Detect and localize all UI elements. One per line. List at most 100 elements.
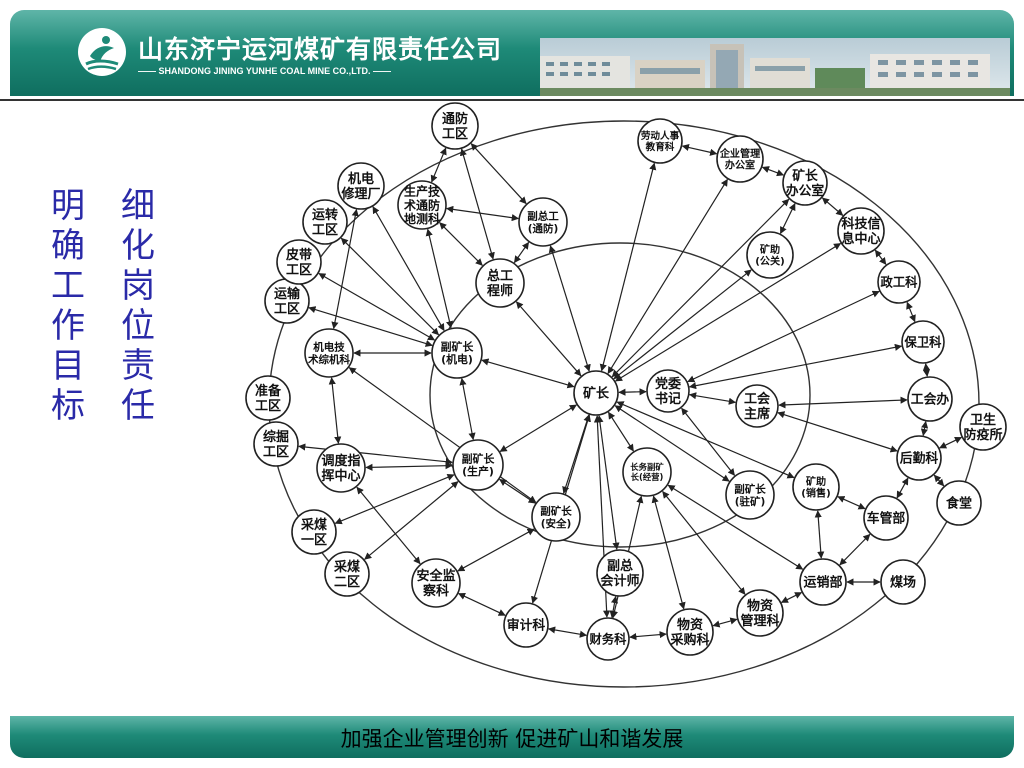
edge-fukz_jidian-shengchan_jishu xyxy=(425,228,454,329)
edge-dangwei-zhenggong xyxy=(687,290,880,383)
node-label: 后勤科 xyxy=(900,451,939,467)
node-label: 术综机科 xyxy=(307,353,350,366)
slogan-char: 确 xyxy=(51,226,85,266)
edge-kuangzhang-fukz_anquan xyxy=(562,414,591,494)
outer-ring xyxy=(268,120,980,688)
node-label: 科技信 xyxy=(841,216,880,232)
edge-baowei-gonghuiban xyxy=(922,363,931,377)
node-circle xyxy=(518,197,568,247)
edge-kuangzhang-changwu xyxy=(607,411,634,452)
node-label: 副矿长 xyxy=(540,505,572,518)
node-circle xyxy=(877,260,921,304)
node-label: 生产技 xyxy=(404,184,441,199)
node-label: (机电) xyxy=(441,352,473,366)
edge-shenji-anquan_jiancha xyxy=(458,593,506,616)
node-label: 车管部 xyxy=(867,511,906,527)
node-label: 矿助 xyxy=(806,475,826,488)
edge-fukz_zhukuang-dangwei xyxy=(681,407,735,476)
mine-buildings-photo xyxy=(540,38,1010,96)
node-label: (通防) xyxy=(528,222,559,235)
node-label: 煤场 xyxy=(890,575,916,591)
edge-yunxiao-wuzi_guanli xyxy=(780,592,803,603)
edge-fukz_jidian-yunzhuan xyxy=(340,237,440,336)
node-label: 卫生 xyxy=(970,412,996,428)
node-label: 物资 xyxy=(747,598,773,614)
edge-fukz_anquan-anquan_jiancha xyxy=(457,528,535,572)
edge-fuzonggong-tongfang xyxy=(470,143,527,205)
node-circle xyxy=(531,492,581,542)
edge-kz_bangongshi-keji xyxy=(821,197,844,216)
node-label: 会计师 xyxy=(600,573,639,589)
node-circle xyxy=(746,231,794,279)
slogan-char: 目 xyxy=(51,346,85,386)
node-circle xyxy=(586,617,630,661)
node-circle xyxy=(337,162,385,210)
node-circle xyxy=(716,135,764,183)
edge-laodong-qiye_guanli xyxy=(681,143,718,156)
slogan-char: 细 xyxy=(121,186,155,226)
node-kuangzhu_xiaoshou: 矿助(销售) xyxy=(792,463,840,511)
edge-caiwu-shenji xyxy=(547,626,588,638)
slogan-char: 责 xyxy=(121,346,155,386)
node-fukz_shengchan: 副矿长(生产) xyxy=(452,439,504,491)
node-label: 管理科 xyxy=(740,613,779,629)
node-circle xyxy=(907,376,953,422)
edge-kuangzhang-kuangzhu_gongguan xyxy=(613,269,752,380)
node-label: 工区 xyxy=(255,399,281,414)
company-name-en: —— SHANDONG JINING YUNHE COAL MINE CO.,L… xyxy=(138,66,392,76)
node-label: 长(经营) xyxy=(631,472,664,482)
node-circle xyxy=(452,439,504,491)
edge-kuangzhang-keji xyxy=(615,243,842,382)
company-name-cn: 山东济宁运河煤矿有限责任公司 xyxy=(138,35,503,64)
node-label: 政工科 xyxy=(881,274,919,289)
node-label: 企业管理 xyxy=(719,147,760,160)
node-caiwu: 财务科 xyxy=(586,617,630,661)
node-circle xyxy=(622,447,672,497)
edge-fukz_anquan-jidian_jishu xyxy=(348,367,537,503)
node-label: 二区 xyxy=(334,575,360,590)
node-meichang: 煤场 xyxy=(880,559,926,605)
node-zhenggong: 政工科 xyxy=(877,260,921,304)
node-circle xyxy=(782,160,828,206)
edge-fukz_shengchan-fukz_anquan xyxy=(499,478,536,504)
node-circle xyxy=(596,549,644,597)
node-shitang: 食堂 xyxy=(936,480,982,526)
node-label: 物资 xyxy=(677,617,703,633)
edge-kuangzhang-fuzong_kuaiji xyxy=(596,415,620,550)
node-label: 食堂 xyxy=(946,496,972,512)
node-label: (安全) xyxy=(541,517,572,530)
edge-jidian_xiuli-jidian_jishu xyxy=(331,208,359,330)
node-label: 皮带 xyxy=(285,247,312,263)
node-label: 地测科 xyxy=(404,211,440,226)
organization-network-diagram: 矿长党委书记工会主席副矿长(机电)副矿长(生产)副矿长(安全)长务副矿长(经营)… xyxy=(245,102,1007,688)
node-label: 工区 xyxy=(312,223,338,238)
node-label: 机电 xyxy=(348,171,374,187)
node-circle xyxy=(637,118,683,164)
node-label: (销售) xyxy=(801,486,830,499)
edge-yunxiao-cheguan xyxy=(839,533,871,566)
node-circle xyxy=(792,463,840,511)
node-label: 程师 xyxy=(487,283,513,299)
edge-kuangzhang-fukz_jidian xyxy=(481,358,575,389)
node-label: 审计科 xyxy=(507,618,546,634)
edge-anquan_jiancha-diaodu xyxy=(356,486,421,565)
node-circle xyxy=(896,435,942,481)
edge-caiwu-fuzong_kuaiji xyxy=(609,595,619,619)
node-shenji: 审计科 xyxy=(503,602,549,648)
edge-houqin-shitang xyxy=(933,474,945,487)
edge-kz_bangongshi-kuangzhu_gongguan xyxy=(779,203,796,235)
node-kuangzhu_gongguan: 矿助(公关) xyxy=(746,231,794,279)
node-label: 总工 xyxy=(487,268,513,284)
slogan-column-1: 明 确 工 作 目 标 xyxy=(48,186,88,426)
edge-tongfang-shengchan_jishu xyxy=(430,147,447,183)
